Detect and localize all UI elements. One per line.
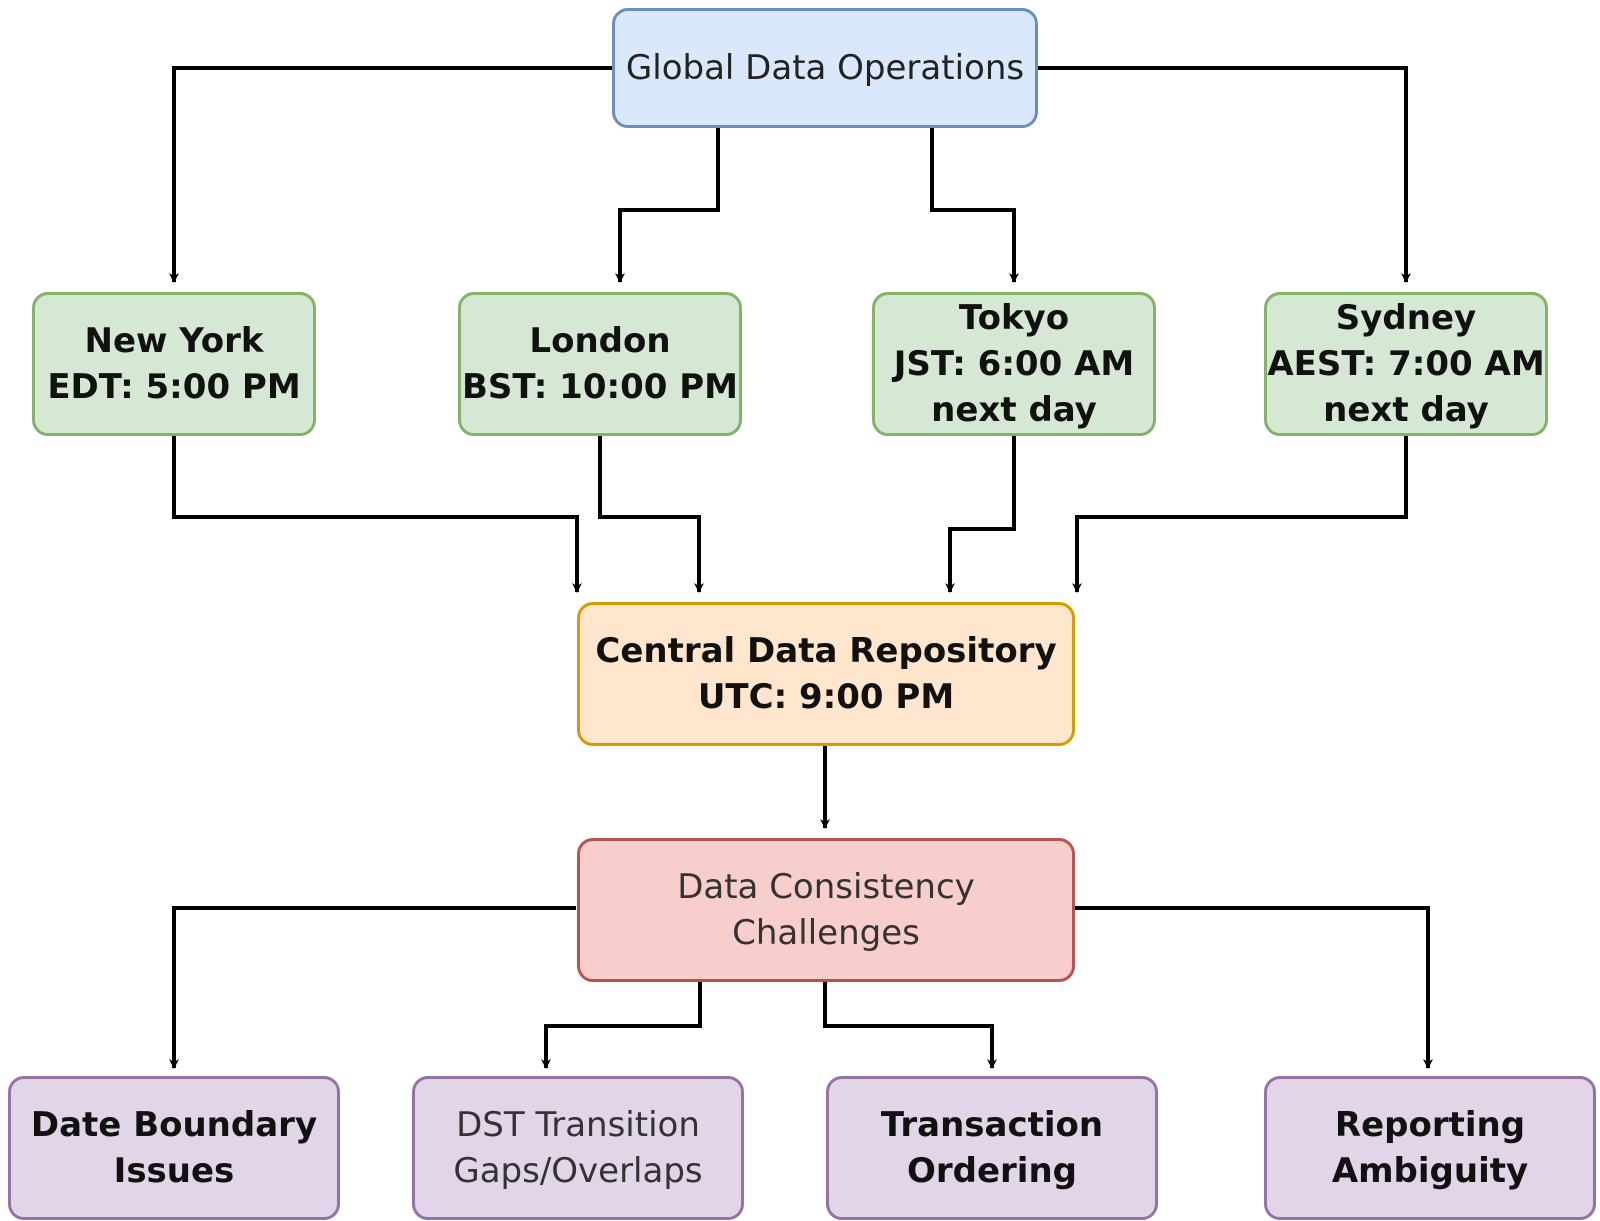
issue-node-dst-transition: DST Transition Gaps/Overlaps (412, 1076, 744, 1220)
challenges-line2: Challenges (732, 913, 920, 953)
city-extra: next day (1323, 390, 1489, 430)
city-extra: next day (931, 390, 1097, 430)
edge-ops-to-tokyo (930, 128, 1019, 283)
city-name: Tokyo (958, 298, 1070, 338)
city-node-sydney: Sydney AEST: 7:00 AM next day (1264, 292, 1548, 436)
data-consistency-challenges-node: Data Consistency Challenges (577, 838, 1075, 982)
issue-node-date-boundary: Date Boundary Issues (8, 1076, 340, 1220)
issue-line1: Transaction (880, 1105, 1104, 1145)
city-time: JST: 6:00 AM (893, 344, 1135, 384)
edge-ops-to-sydney (1038, 66, 1411, 283)
edge-ops-to-london (615, 128, 720, 283)
city-node-tokyo: Tokyo JST: 6:00 AM next day (872, 292, 1156, 436)
city-node-new-york: New York EDT: 5:00 PM (32, 292, 316, 436)
edge-ops-to-newyork (169, 66, 612, 283)
edge-challenges-to-transaction (823, 982, 997, 1069)
issue-line1: Date Boundary (30, 1105, 318, 1145)
edge-london-to-repo (598, 436, 704, 593)
issue-line1: Reporting (1334, 1105, 1526, 1145)
issue-node-reporting-ambiguity: Reporting Ambiguity (1264, 1076, 1596, 1220)
repository-title: Central Data Repository (595, 631, 1057, 671)
central-data-repository-node: Central Data Repository UTC: 9:00 PM (577, 602, 1075, 746)
issue-line2: Gaps/Overlaps (453, 1151, 703, 1191)
issue-node-transaction-ordering: Transaction Ordering (826, 1076, 1158, 1220)
edge-challenges-to-date-boundary (169, 906, 576, 1069)
edge-sydney-to-repo (1072, 436, 1408, 593)
global-data-operations-node: Global Data Operations (612, 8, 1038, 128)
city-time: BST: 10:00 PM (462, 367, 738, 407)
city-name: London (529, 321, 671, 361)
edge-challenges-to-dst (541, 982, 702, 1069)
edge-challenges-to-reporting (1074, 906, 1433, 1069)
edge-newyork-to-repo (172, 436, 582, 593)
city-name: New York (84, 321, 264, 361)
global-data-operations-label: Global Data Operations (625, 48, 1025, 88)
issue-line2: Ambiguity (1331, 1151, 1529, 1191)
repository-time: UTC: 9:00 PM (697, 677, 955, 717)
issue-line1: DST Transition (456, 1105, 700, 1145)
city-node-london: London BST: 10:00 PM (458, 292, 742, 436)
challenges-line1: Data Consistency (677, 867, 975, 907)
city-time: AEST: 7:00 AM (1267, 344, 1545, 384)
edge-tokyo-to-repo (945, 436, 1016, 593)
issue-line2: Issues (113, 1151, 235, 1191)
issue-line2: Ordering (906, 1151, 1078, 1191)
city-name: Sydney (1335, 298, 1477, 338)
city-time: EDT: 5:00 PM (47, 367, 301, 407)
